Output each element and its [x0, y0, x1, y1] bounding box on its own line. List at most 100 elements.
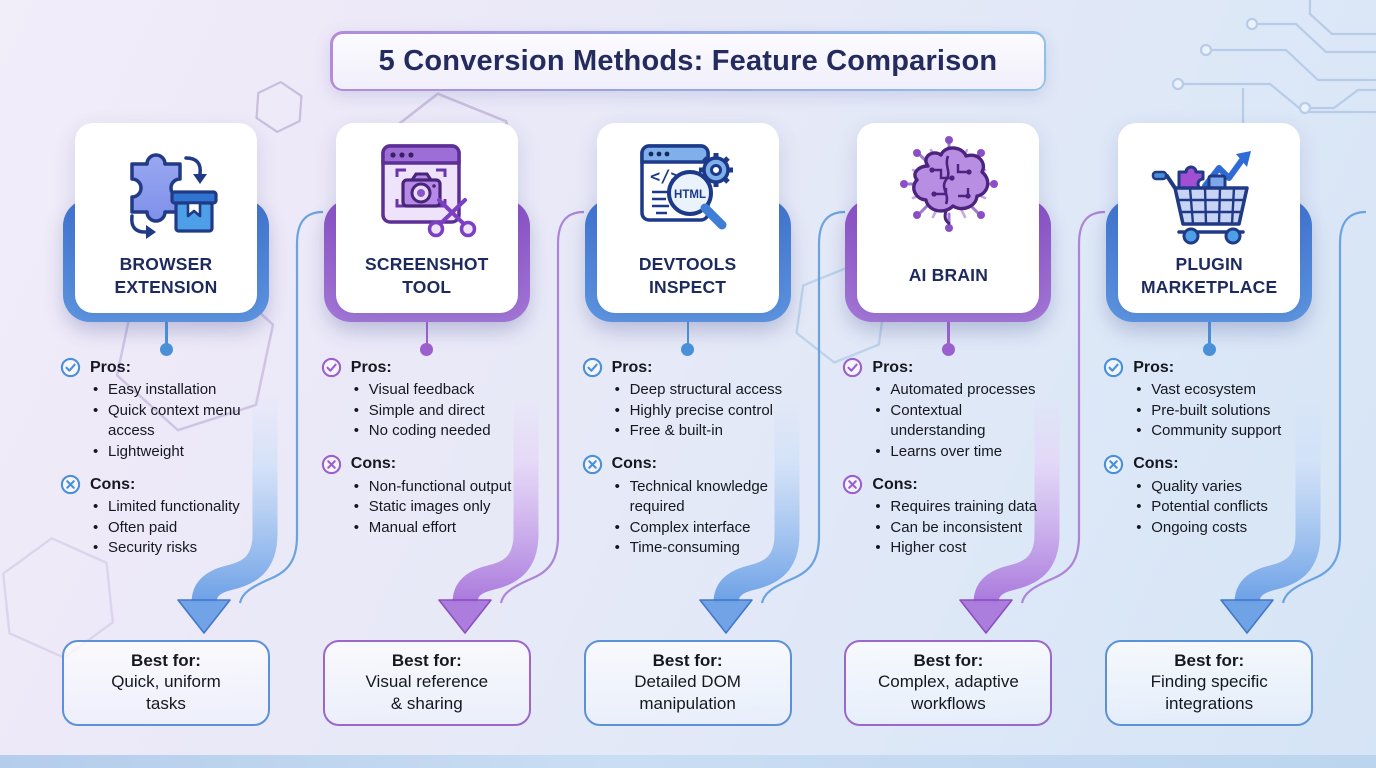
list-item-text: Ongoing costs	[1151, 518, 1248, 536]
list-item: •Higher cost	[875, 538, 1056, 559]
cons-list: •Limited functionality•Often paid•Securi…	[60, 497, 274, 559]
bullet-marker: •	[614, 401, 620, 419]
list-item: •Often paid	[93, 518, 274, 539]
best-for-box: Best for: Visual reference & sharing	[322, 640, 531, 726]
list-item: •Time-consuming	[615, 538, 796, 559]
bullet-marker: •	[875, 498, 881, 515]
list-item-text: Limited functionality	[108, 498, 240, 515]
method-card-title: AI BRAIN	[908, 265, 989, 286]
method-card: PLUGIN MARKETPLACE	[1118, 123, 1301, 313]
html-magnifier-icon: </> HTML	[628, 136, 748, 248]
list-item: •Potential conflicts	[1136, 497, 1317, 518]
list-item-text: Highly precise control	[629, 401, 773, 419]
connector-dot	[1202, 343, 1216, 356]
method-card-title: PLUGIN MARKETPLACE	[1141, 254, 1278, 297]
list-item-text: Can be inconsistent	[890, 518, 1023, 536]
connector-stem	[1208, 322, 1211, 345]
pros-list: •Automated processes•Contextual understa…	[842, 380, 1056, 462]
bullet-marker: •	[875, 518, 881, 536]
list-item: • Limited functionality	[93, 497, 274, 518]
cons-header: Cons:	[60, 474, 274, 495]
bullet-marker: •	[614, 477, 620, 495]
connector-stem	[947, 322, 950, 345]
bullet-marker: •	[353, 518, 360, 536]
svg-text:HTML: HTML	[674, 189, 706, 201]
best-for-label: Best for:	[131, 651, 201, 671]
bullet-marker: •	[353, 477, 360, 495]
list-item: •Technical knowledge required	[615, 477, 796, 518]
list-item: •Static images only	[354, 497, 535, 518]
list-item: • Quality varies	[1136, 477, 1317, 498]
list-item-text: Higher cost	[890, 539, 967, 556]
best-for-box: Best for: Finding specific integrations	[1105, 640, 1314, 726]
best-for-value: Visual reference & sharing	[365, 672, 489, 713]
cons-label: Cons:	[90, 475, 136, 493]
list-item-text: Requires training data	[890, 498, 1038, 515]
bottom-accent-strip	[0, 755, 1376, 768]
method-card: </> HTML DEVTOOLS INSPECT	[596, 123, 779, 313]
list-item: •Quick context menu access	[93, 401, 274, 442]
list-item: • Requires training data	[875, 497, 1056, 518]
method-card: BROWSER EXTENSION	[75, 123, 257, 313]
bullet-marker: •	[353, 401, 360, 419]
pros-cons-section: Pros: • Vast ecosystem •Pre-built solution…	[1103, 357, 1317, 550]
pros-cons-section: Pros: •Automated processes•Contextual un…	[842, 357, 1056, 571]
list-item-text: No coding needed	[368, 422, 491, 439]
list-item-text: Automated processes	[890, 381, 1036, 398]
list-item: •Easy installation	[93, 380, 274, 401]
connector-dot	[420, 343, 434, 356]
list-item-text: Free & built-in	[629, 422, 723, 439]
list-item: •Pre-built solutions	[1136, 401, 1317, 422]
bullet-marker: •	[1136, 381, 1142, 398]
check-circle-icon	[842, 357, 863, 378]
pros-cons-section: Pros: • Visual feedback •Simple and direct…	[321, 357, 535, 550]
check-circle-icon	[60, 357, 81, 378]
pros-label: Pros:	[350, 358, 392, 376]
bullet-marker: •	[93, 498, 99, 515]
list-item: •Contextual understanding	[875, 401, 1056, 442]
method-card: AI BRAIN	[857, 123, 1040, 313]
list-item-text: Lightweight	[108, 442, 184, 460]
best-for-label: Best for:	[913, 651, 984, 671]
cons-header: Cons:	[842, 474, 1056, 495]
best-for-label: Best for:	[391, 651, 462, 671]
list-item: •Free & built-in	[615, 421, 796, 442]
bullet-marker: •	[93, 442, 99, 460]
list-item-text: Visual feedback	[368, 381, 475, 398]
best-for-value: Finding specific integrations	[1150, 672, 1268, 713]
pros-list: •Deep structural access•Highly precise c…	[582, 380, 796, 442]
bullet-marker: •	[93, 381, 99, 398]
check-circle-icon	[1103, 357, 1124, 378]
pros-label: Pros:	[872, 358, 914, 376]
bullet-marker: •	[875, 442, 881, 460]
cons-list: •Quality varies•Potential conflicts•Ongo…	[1103, 477, 1317, 539]
list-item: • Manual effort	[354, 518, 535, 539]
list-item: • Learns over time	[875, 442, 1056, 463]
list-item-text: Vast ecosystem	[1151, 381, 1256, 398]
bullet-marker: •	[1136, 498, 1142, 515]
method-card-title: SCREENSHOT TOOL	[365, 254, 489, 297]
list-item-text: Manual effort	[368, 518, 457, 536]
pros-label: Pros:	[611, 358, 653, 376]
list-item: •Simple and direct	[354, 401, 535, 422]
cons-label: Cons:	[872, 475, 918, 493]
cross-circle-icon	[60, 474, 81, 495]
list-item-text: Often paid	[108, 518, 178, 536]
bullet-marker: •	[353, 498, 360, 515]
camera-scissors-icon	[367, 136, 487, 248]
bullet-marker: •	[353, 422, 360, 439]
bullet-marker: •	[93, 539, 99, 556]
list-item-text: Learns over time	[890, 442, 1003, 460]
list-item: •Automated processes	[875, 380, 1056, 401]
method-card-title: DEVTOOLS INSPECT	[638, 254, 737, 297]
bullet-marker: •	[1136, 477, 1142, 495]
list-item-text: Security risks	[108, 539, 198, 556]
pros-cons-section: Pros: •Easy installation•Quick context m…	[60, 357, 274, 571]
list-item-text: Quality varies	[1151, 477, 1243, 495]
best-for-box: Best for: Detailed DOM manipulation	[583, 640, 792, 726]
pros-header: Pros:	[1103, 357, 1317, 378]
cross-circle-icon	[842, 474, 863, 495]
pros-label: Pros:	[1133, 358, 1175, 376]
list-item-text: Community support	[1151, 422, 1282, 439]
